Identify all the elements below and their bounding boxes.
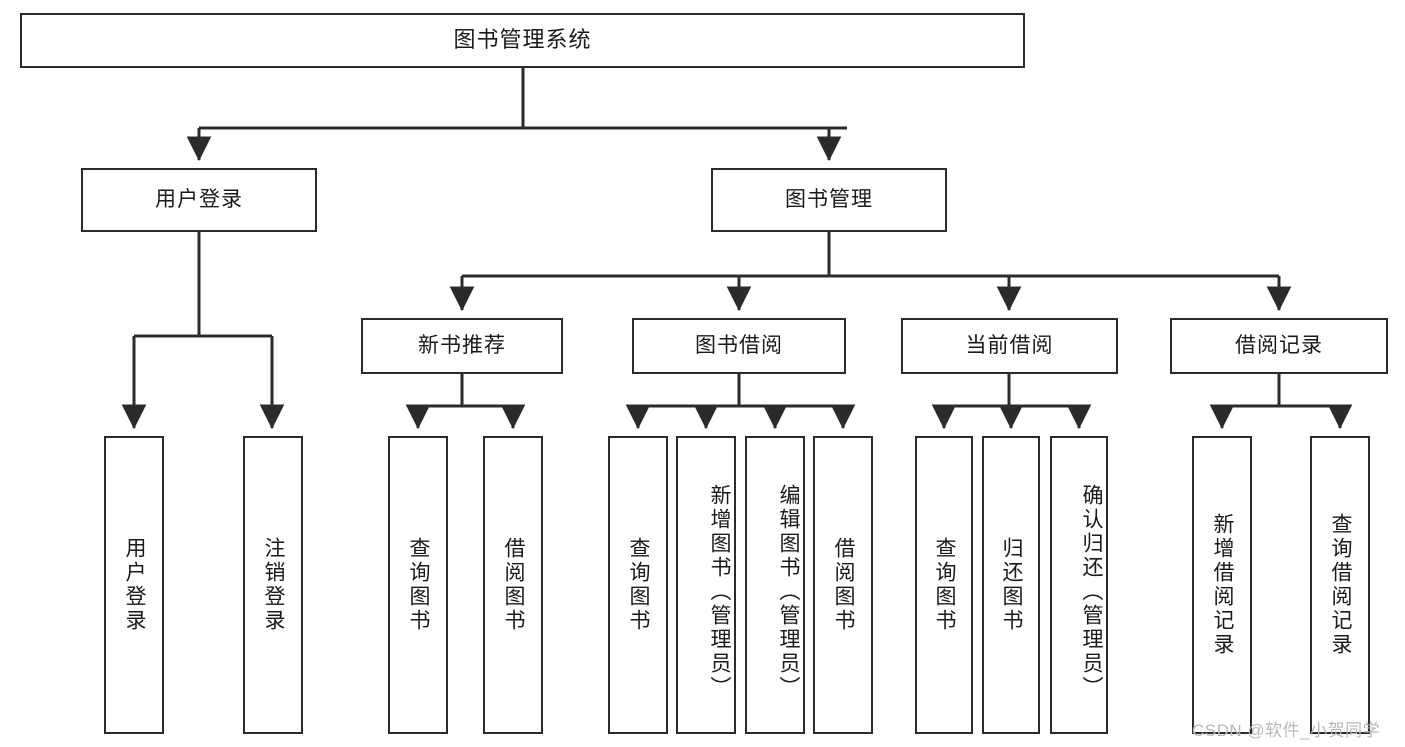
node-new-book-rec-label: 新书推荐 (418, 334, 506, 358)
node-root-label: 图书管理系统 (453, 27, 592, 53)
node-book-borrow-label: 图书借阅 (695, 334, 783, 358)
node-leaf-borrow-book-rec[interactable]: 借阅图书 (483, 436, 543, 734)
node-leaf-query-book-cur-label: 查询图书 (933, 537, 956, 633)
node-leaf-query-borrow-record[interactable]: 查询借阅记录 (1310, 436, 1370, 734)
node-leaf-query-book-cur[interactable]: 查询图书 (915, 436, 973, 734)
node-borrow-record[interactable]: 借阅记录 (1170, 318, 1388, 374)
node-book-borrow[interactable]: 图书借阅 (632, 318, 846, 374)
node-leaf-return-book[interactable]: 归还图书 (982, 436, 1040, 734)
node-leaf-add-book-admin-label: 新增图书（管理员） (708, 484, 731, 700)
node-leaf-query-book-rec-label: 查询图书 (407, 537, 430, 633)
csdn-watermark: CSDN @软件_小贺同学 (1192, 721, 1381, 740)
node-leaf-query-book-label: 查询图书 (627, 537, 650, 633)
node-leaf-return-book-label: 归还图书 (1000, 537, 1023, 633)
node-borrow-record-label: 借阅记录 (1235, 334, 1323, 358)
node-current-borrow-label: 当前借阅 (965, 334, 1054, 358)
node-leaf-add-book-admin[interactable]: 新增图书（管理员） (676, 436, 736, 734)
node-leaf-user-logout-label: 注销登录 (262, 537, 285, 633)
node-leaf-edit-book-admin-label: 编辑图书（管理员） (777, 484, 800, 700)
node-leaf-query-book[interactable]: 查询图书 (608, 436, 668, 734)
node-leaf-add-borrow-record-label: 新增借阅记录 (1211, 513, 1234, 657)
node-leaf-user-logout[interactable]: 注销登录 (243, 436, 303, 734)
node-leaf-query-borrow-record-label: 查询借阅记录 (1329, 513, 1352, 657)
node-leaf-borrow-book-rec-label: 借阅图书 (502, 537, 525, 633)
node-new-book-rec[interactable]: 新书推荐 (361, 318, 563, 374)
node-user-login[interactable]: 用户登录 (81, 168, 317, 232)
node-leaf-query-book-rec[interactable]: 查询图书 (388, 436, 448, 734)
node-book-manage-label: 图书管理 (785, 188, 873, 212)
node-leaf-add-borrow-record[interactable]: 新增借阅记录 (1192, 436, 1252, 734)
node-book-manage[interactable]: 图书管理 (711, 168, 947, 232)
node-leaf-confirm-return-admin[interactable]: 确认归还（管理员） (1050, 436, 1108, 734)
node-root[interactable]: 图书管理系统 (20, 13, 1025, 68)
node-leaf-edit-book-admin[interactable]: 编辑图书（管理员） (745, 436, 805, 734)
node-leaf-user-login[interactable]: 用户登录 (104, 436, 164, 734)
node-leaf-borrow-book[interactable]: 借阅图书 (813, 436, 873, 734)
node-current-borrow[interactable]: 当前借阅 (901, 318, 1118, 374)
node-leaf-user-login-label: 用户登录 (123, 537, 146, 633)
node-user-login-label: 用户登录 (155, 188, 243, 212)
node-leaf-borrow-book-label: 借阅图书 (832, 537, 855, 633)
node-leaf-confirm-return-admin-label: 确认归还（管理员） (1080, 484, 1103, 700)
